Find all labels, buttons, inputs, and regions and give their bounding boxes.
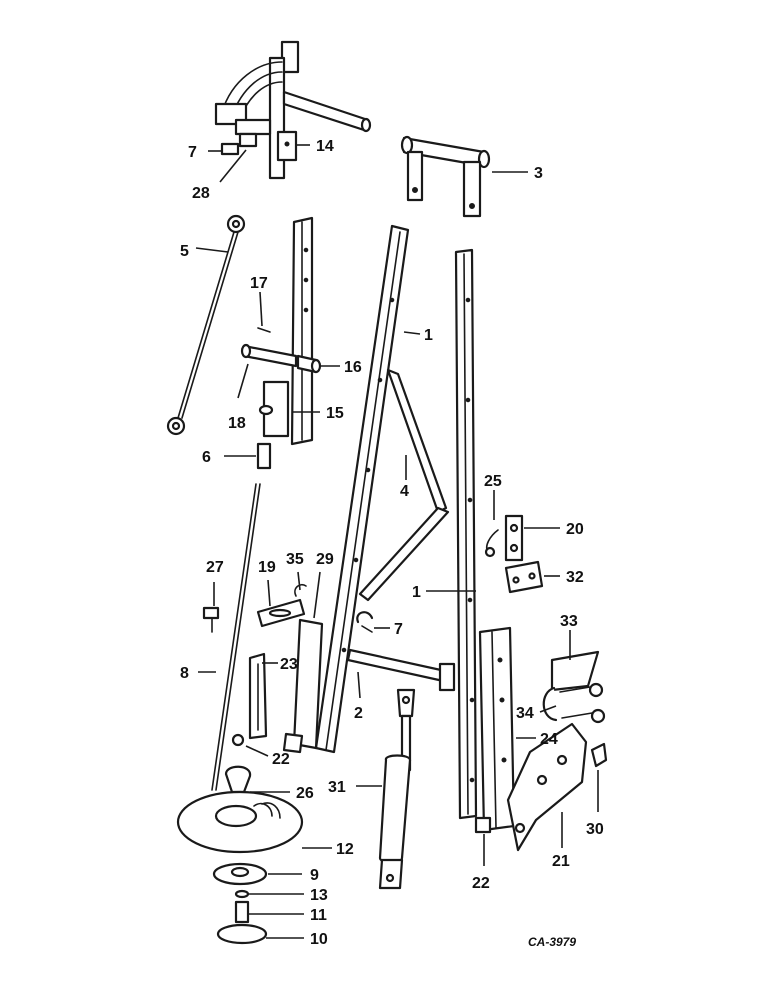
pin-25: [484, 529, 499, 558]
plate-32: [504, 560, 544, 594]
shackle-7-lower: [356, 611, 374, 633]
callout-17: 17: [250, 275, 268, 292]
callout-20: 20: [566, 521, 584, 538]
cylinder-31: [378, 688, 416, 890]
callout-27: 27: [206, 559, 224, 576]
callout-15: 15: [326, 405, 344, 422]
u-bolt-34: [542, 682, 606, 724]
callout-18: 18: [228, 415, 246, 432]
clip-30: [590, 742, 608, 768]
callout-22-left: 22: [272, 751, 290, 768]
cross-strut-2: [346, 648, 456, 692]
bracket-23: [248, 652, 268, 740]
callout-9: 9: [310, 867, 319, 884]
callout-1-right: 1: [412, 584, 421, 601]
disc-assembly: [176, 765, 304, 945]
plate-24: [478, 626, 516, 832]
diagonal-brace-4: [358, 368, 450, 602]
callout-14: 14: [316, 138, 334, 155]
main-bar-left: [314, 224, 410, 754]
callout-31: 31: [328, 779, 346, 796]
callout-11: 11: [310, 907, 327, 924]
callout-16: 16: [344, 359, 362, 376]
callout-22-bottom: 22: [472, 875, 490, 892]
callout-1-left: 1: [424, 327, 433, 344]
callout-34: 34: [516, 705, 534, 722]
bolt-27: [202, 606, 220, 633]
pin-35: [294, 583, 307, 597]
callout-7-lower: 7: [394, 621, 403, 638]
u-bracket-3: [400, 135, 491, 218]
bar-29: [282, 618, 324, 754]
drawing-reference-code: CA-3979: [528, 935, 576, 949]
top-bracket-assembly: [214, 40, 372, 180]
callout-29: 29: [316, 551, 334, 568]
callout-12: 12: [336, 841, 354, 858]
callout-3: 3: [534, 165, 543, 182]
callout-26: 26: [296, 785, 314, 802]
callout-8: 8: [180, 665, 189, 682]
callout-25: 25: [484, 473, 502, 490]
main-bar-right: [454, 248, 478, 820]
eye-rod-5: [166, 214, 246, 436]
callout-6: 6: [202, 449, 211, 466]
mount-33: [550, 650, 600, 692]
plate-21: [506, 722, 588, 852]
callout-24: 24: [540, 731, 558, 748]
bracket-20: [504, 514, 524, 562]
spacer-22-left: [231, 733, 245, 747]
callout-4: 4: [400, 483, 409, 500]
callout-19: 19: [258, 559, 276, 576]
callout-28: 28: [192, 185, 210, 202]
callout-33: 33: [560, 613, 578, 630]
callout-10: 10: [310, 931, 328, 948]
callout-7-top: 7: [188, 144, 197, 161]
callout-labels: 7 14 28 3 5 17 1 16 18 15 6 4 25 20 27 1…: [180, 138, 604, 949]
callout-5: 5: [180, 243, 189, 260]
link-19: [256, 598, 306, 628]
callout-30: 30: [586, 821, 604, 838]
callout-2: 2: [354, 705, 363, 722]
spacer-22-bottom: [474, 816, 492, 834]
callout-21: 21: [552, 853, 570, 870]
callout-32: 32: [566, 569, 584, 586]
left-upright-channel: [240, 216, 322, 470]
leader-lines: [195, 144, 599, 939]
rod-8: [211, 483, 261, 791]
callout-35: 35: [286, 551, 304, 568]
callout-13: 13: [310, 887, 328, 904]
callout-23: 23: [280, 656, 298, 673]
